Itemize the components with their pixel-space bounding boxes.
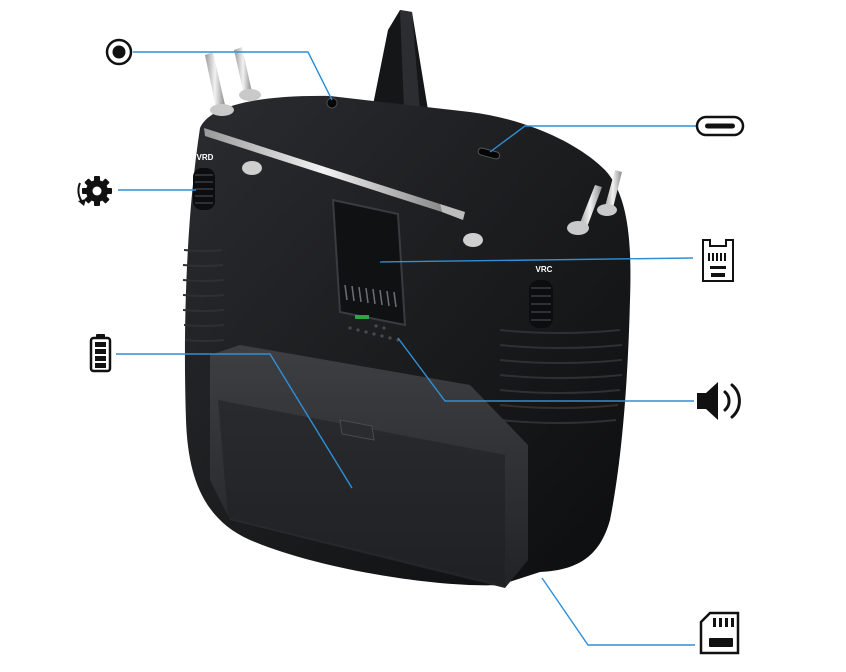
rotate-gear-icon [77,176,112,206]
right-grip [499,329,623,424]
battery-latch [339,419,375,441]
leader-sd-card [541,577,695,646]
speaker-grille [348,324,400,342]
left-scroll-wheel[interactable]: VRD [193,153,215,210]
right-scroll-wheel[interactable]: VRC [529,265,553,328]
transmitter: VRD VRC [182,10,631,588]
leader-usb-c [489,125,696,153]
right-knob[interactable] [463,233,483,247]
status-led [355,315,369,319]
carry-handle [204,128,442,212]
leader-trainer-port [133,51,333,101]
vrc-label: VRC [536,265,553,274]
leader-battery [116,353,353,489]
module-pins [344,284,397,308]
vrd-label: VRD [197,153,214,162]
left-knob[interactable] [242,161,262,175]
left-grip [182,249,225,342]
leader-module-bay [379,257,694,263]
battery-icon [89,334,112,373]
usb-c-port [477,147,501,160]
left-switches[interactable] [205,47,261,116]
right-switches[interactable] [567,170,622,235]
speaker-icon [697,382,741,420]
usb-c-port-icon [695,115,745,137]
leader-speaker [397,337,694,402]
record-dot-icon [105,38,133,66]
sd-card-icon [699,611,740,655]
trainer-port [326,97,338,109]
module-connector-icon [702,239,734,282]
leader-lines [116,51,696,646]
